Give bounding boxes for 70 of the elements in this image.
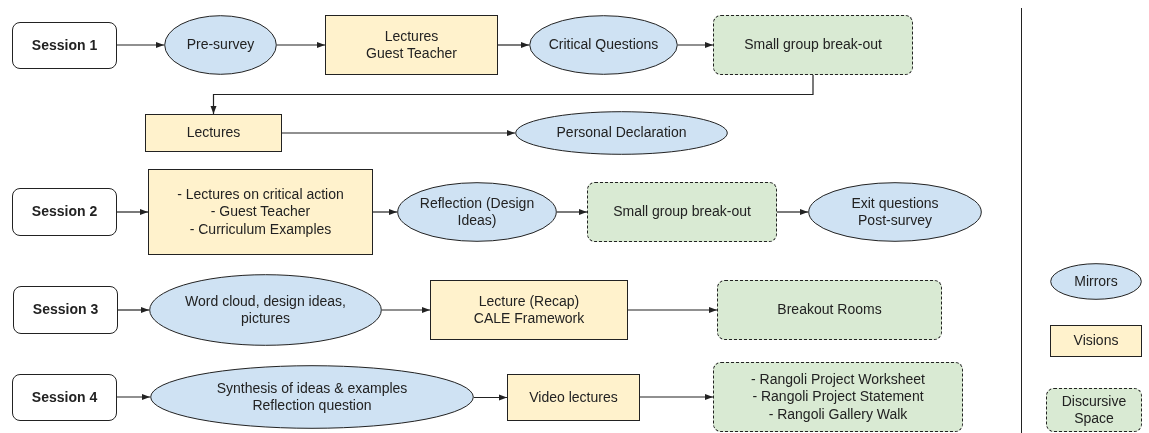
arrow bbox=[627, 307, 718, 313]
node-text: Session 1 bbox=[30, 36, 99, 55]
node-text: Personal Declaration bbox=[555, 124, 688, 142]
arrow bbox=[116, 209, 149, 215]
arrow bbox=[381, 307, 431, 313]
arrow bbox=[372, 209, 398, 215]
arrow bbox=[117, 307, 150, 313]
node-text: Breakout Rooms bbox=[776, 301, 883, 319]
discursive-space-box bbox=[713, 362, 963, 432]
visions-box bbox=[325, 15, 498, 75]
arrow bbox=[556, 209, 588, 215]
node-text: - Lectures on critical action bbox=[176, 185, 345, 204]
arrow bbox=[116, 394, 151, 400]
node-text: - Rangoli Project Statement bbox=[751, 388, 925, 406]
mirrors-ellipse bbox=[164, 15, 277, 75]
session-box bbox=[13, 286, 118, 334]
node-text: Post-survey bbox=[857, 212, 933, 230]
node-text: Small group break-out bbox=[743, 36, 883, 54]
arrow bbox=[473, 394, 508, 401]
node-text: Exit questions bbox=[850, 194, 940, 212]
visions-box bbox=[145, 114, 282, 152]
arrow bbox=[677, 42, 714, 48]
mirrors-ellipse bbox=[515, 111, 728, 155]
session-box bbox=[12, 188, 117, 236]
visions-box bbox=[430, 280, 628, 340]
visions-box bbox=[507, 374, 640, 421]
node-text: - Rangoli Project Worksheet bbox=[749, 370, 926, 389]
arrow bbox=[281, 130, 516, 136]
node-text: Lecture (Recap) bbox=[477, 292, 581, 310]
arrow bbox=[116, 42, 165, 48]
session-box bbox=[12, 374, 117, 421]
node-text: Visions bbox=[1072, 332, 1120, 350]
node-text: Session 2 bbox=[30, 203, 99, 221]
arrow bbox=[639, 394, 714, 400]
node-text: Word cloud, design ideas, pictures bbox=[184, 292, 347, 328]
node-text: Lectures bbox=[185, 124, 242, 142]
mirrors-ellipse bbox=[529, 15, 678, 75]
session-box bbox=[12, 22, 117, 69]
node-text: CALE Framework bbox=[472, 310, 586, 328]
node-text: Session 4 bbox=[30, 388, 99, 407]
visions-box bbox=[1050, 325, 1142, 357]
mirrors-ellipse bbox=[397, 182, 557, 242]
node-text: - Rangoli Gallery Walk bbox=[767, 405, 909, 424]
discursive-space-box bbox=[717, 280, 942, 340]
node-text: Lectures bbox=[383, 27, 440, 45]
node-text: - Guest Teacher bbox=[209, 203, 312, 221]
mirrors-ellipse bbox=[149, 274, 382, 346]
discursive-space-box bbox=[713, 15, 913, 75]
node-text: Discursive Space bbox=[1060, 392, 1128, 428]
mirrors-ellipse bbox=[808, 182, 982, 242]
node-text: Critical Questions bbox=[547, 36, 660, 54]
node-text: Reflection question bbox=[251, 397, 373, 415]
node-text: Synthesis of ideas & examples bbox=[215, 379, 409, 397]
mirrors-ellipse bbox=[1050, 263, 1142, 300]
node-text: Mirrors bbox=[1073, 272, 1119, 291]
visions-box bbox=[148, 169, 373, 255]
node-text: Video lectures bbox=[528, 388, 619, 407]
discursive-space-box bbox=[1046, 388, 1142, 432]
arrow bbox=[776, 209, 809, 215]
node-text: Guest Teacher bbox=[365, 45, 458, 63]
arrow bbox=[210, 74, 814, 115]
node-text: Small group break-out bbox=[612, 203, 752, 221]
mirrors-ellipse bbox=[150, 365, 474, 429]
node-text: Reflection (Design Ideas) bbox=[418, 194, 536, 230]
discursive-space-box bbox=[587, 182, 777, 242]
node-text: Pre-survey bbox=[185, 36, 256, 54]
node-text: Session 3 bbox=[31, 301, 100, 319]
arrow bbox=[497, 42, 530, 48]
arrow bbox=[276, 42, 326, 48]
node-text: - Curriculum Examples bbox=[188, 220, 333, 239]
